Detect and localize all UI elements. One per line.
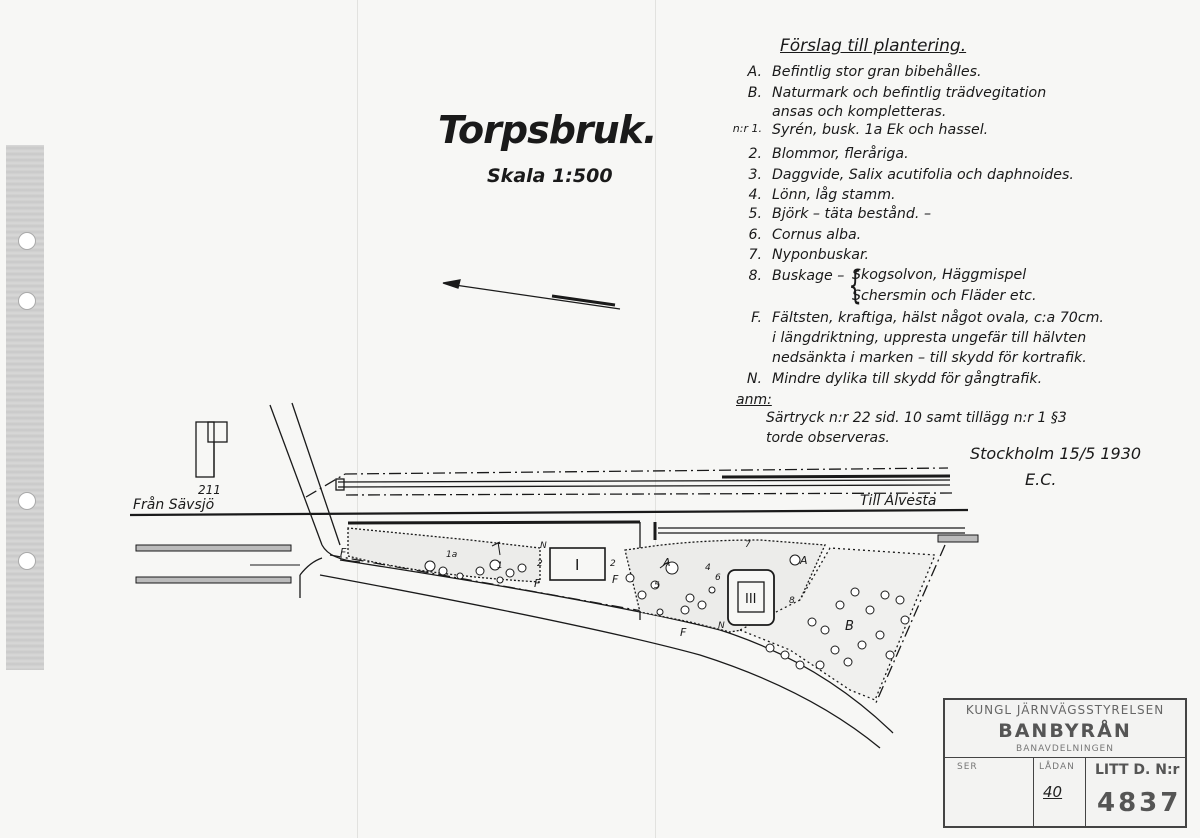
punch-hole [18, 292, 36, 310]
punch-hole [18, 232, 36, 250]
legend-text: i längdriktning, uppresta ungefär till h… [772, 330, 1087, 346]
legend-key: F. [751, 310, 762, 326]
legend-key: 3. [748, 167, 762, 183]
from-direction-label: Från Sävsjö [133, 497, 215, 513]
punch-hole [18, 552, 36, 570]
legend-key: 8. [748, 268, 762, 284]
to-direction-label: Till Alvesta [860, 493, 937, 509]
stamp-col1-label: SER [957, 762, 978, 772]
buskage-option: Schersmin och Fläder etc. [852, 288, 1037, 304]
stamp-divider [945, 757, 1185, 758]
plant-7-label: 7 [745, 540, 751, 550]
plant-1a-label: 1a [446, 550, 457, 560]
legend-text: Befintlig stor gran bibehålles. [772, 64, 982, 80]
stamp-line2: BANBYRÅN [998, 720, 1132, 742]
legend-key: A. [747, 64, 762, 80]
mark-F-label: F [680, 626, 687, 639]
plant-5-label: 5 [654, 581, 660, 591]
railway-track [129, 474, 969, 517]
stamp-line1: KUNGL JÄRNVÄGSSTYRELSEN [965, 703, 1165, 717]
stamp-number: 4837 [1097, 788, 1182, 818]
mark-F-label: F [534, 577, 541, 590]
archive-stamp: KUNGL JÄRNVÄGSSTYRELSEN BANBYRÅN BANAVDE… [943, 698, 1187, 828]
stamp-col2-label: LÅDAN [1039, 762, 1075, 772]
fold-line [655, 0, 656, 838]
legend-text: ansas och kompletteras. [772, 104, 947, 120]
legend-text: Blommor, fleråriga. [772, 146, 909, 162]
note-label: anm: [736, 392, 772, 408]
mark-A-label: A [662, 556, 671, 569]
signature: E.C. [1025, 470, 1057, 489]
punch-hole [18, 492, 36, 510]
area-B-label: B [845, 619, 854, 634]
plant-2-label: 2 [610, 559, 616, 569]
legend-key: 5. [748, 206, 762, 222]
legend-text: Fältsten, kraftiga, hälst något ovala, c… [772, 310, 1104, 326]
legend-key: 6. [748, 227, 762, 243]
plant-6-label: 6 [715, 573, 721, 583]
legend-text: Buskage – [772, 268, 845, 284]
place-date: Stockholm 15/5 1930 [970, 444, 1142, 463]
mark-F-label: F [340, 546, 347, 559]
plant-2-label: 2 [537, 559, 543, 569]
area-I-label: I [575, 556, 579, 574]
note-line: torde observeras. [766, 430, 890, 446]
legend-text: Mindre dylika till skydd för gångtrafik. [772, 371, 1043, 387]
legend-key: n:r 1. [732, 122, 762, 135]
legend-heading: Förslag till plantering. [780, 36, 967, 56]
legend-text: Cornus alba. [772, 227, 862, 243]
north-arrow-icon [442, 279, 621, 310]
buskage-option: Skogsolvon, Häggmispel [852, 267, 1027, 283]
brace-glyph: { [848, 263, 862, 307]
legend-key: N. [746, 371, 762, 387]
map-scale: Skala 1:500 [487, 165, 613, 187]
stamp-divider [1033, 757, 1034, 826]
building-211 [195, 421, 228, 478]
legend-key: 7. [748, 247, 762, 263]
lower-road [319, 559, 894, 749]
mark-F-label: F [612, 573, 619, 586]
map-title: Torpsbruk. [438, 108, 657, 152]
legend-text: Nyponbuskar. [772, 247, 870, 263]
mark-N-label: N [718, 621, 725, 631]
legend-key: 2. [748, 146, 762, 162]
legend-key: B. [747, 85, 762, 101]
note-line: Särtryck n:r 22 sid. 10 samt tillägg n:r… [766, 410, 1067, 426]
legend-text: Syrén, busk. 1a Ek och hassel. [772, 122, 989, 138]
legend-text: Lönn, låg stamm. [772, 187, 896, 203]
legend-text: Björk – täta bestånd. – [772, 206, 932, 222]
plant-1-label: 1 [497, 561, 503, 571]
crossing-road [269, 402, 361, 598]
plant-8-label: 8 [789, 596, 795, 606]
stamp-ladan-value: 40 [1043, 783, 1063, 801]
stamp-divider [1085, 757, 1086, 826]
mark-N-label: N [540, 541, 547, 551]
legend-text: Naturmark och befintlig trädvegitation [772, 85, 1047, 101]
fold-line [357, 0, 358, 838]
stamp-line3: BANAVDELNINGEN [1016, 744, 1114, 754]
legend-text: nedsänkta i marken – till skydd för kort… [772, 350, 1087, 366]
legend-key: 4. [748, 187, 762, 203]
plant-4-label: 4 [705, 563, 711, 573]
stamp-col3-label: LITT D. N:r [1095, 762, 1180, 778]
mark-A-label: A [799, 554, 808, 567]
legend-text: Daggvide, Salix acutifolia och daphnoide… [772, 167, 1074, 183]
area-III-label: III [745, 592, 757, 607]
building-number-label: 211 [198, 483, 221, 497]
